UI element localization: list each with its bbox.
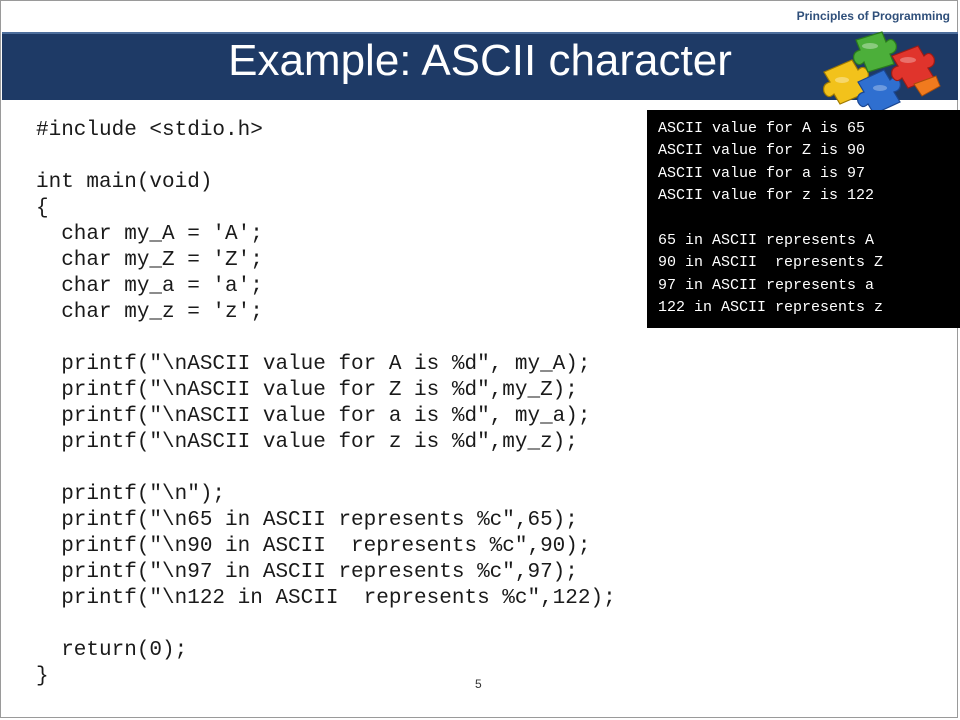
- code-line: char my_a = 'a';: [36, 275, 263, 298]
- code-line: [36, 144, 696, 170]
- code-line: printf("\nASCII value for a is %d", my_a…: [36, 405, 591, 428]
- code-line: [36, 612, 696, 638]
- code-line: }: [36, 665, 49, 688]
- code-line: int main(void): [36, 171, 213, 194]
- page-number: 5: [475, 677, 482, 691]
- code-line: printf("\nASCII value for A is %d", my_A…: [36, 353, 591, 376]
- code-line: char my_z = 'z';: [36, 301, 263, 324]
- code-line: printf("\nASCII value for Z is %d",my_Z)…: [36, 379, 578, 402]
- output-line: ASCII value for a is 97: [658, 164, 866, 182]
- slide-title: Example: ASCII character: [228, 36, 732, 85]
- output-line: ASCII value for A is 65: [658, 120, 866, 137]
- code-line: #include <stdio.h>: [36, 119, 263, 142]
- code-line: printf("\n90 in ASCII represents %c",90)…: [36, 535, 591, 558]
- output-line: 97 in ASCII represents a: [658, 276, 875, 294]
- code-line: printf("\n97 in ASCII represents %c",97)…: [36, 561, 578, 584]
- code-line: printf("\n122 in ASCII represents %c",12…: [36, 587, 616, 610]
- output-line: ASCII value for z is 122: [658, 187, 875, 205]
- program-output-box: ASCII value for A is 65 ASCII value for …: [647, 110, 960, 328]
- code-line: char my_A = 'A';: [36, 223, 263, 246]
- puzzle-pieces-icon: [823, 31, 941, 115]
- code-line: printf("\n");: [36, 483, 226, 506]
- output-line: 65 in ASCII represents A: [658, 231, 875, 249]
- output-line: [658, 208, 960, 230]
- code-block: #include <stdio.h> int main(void) { char…: [36, 118, 696, 690]
- code-line: printf("\n65 in ASCII represents %c",65)…: [36, 509, 578, 532]
- title-bar: [2, 32, 958, 100]
- code-line: [36, 456, 696, 482]
- course-label: Principles of Programming: [796, 9, 950, 23]
- output-line: 122 in ASCII represents z: [658, 299, 884, 317]
- code-line: return(0);: [36, 639, 188, 662]
- code-line: [36, 326, 696, 352]
- code-line: {: [36, 197, 49, 220]
- output-line: 90 in ASCII represents Z: [658, 254, 884, 272]
- code-line: char my_Z = 'Z';: [36, 249, 263, 272]
- output-line: ASCII value for Z is 90: [658, 142, 866, 160]
- code-line: printf("\nASCII value for z is %d",my_z)…: [36, 431, 578, 454]
